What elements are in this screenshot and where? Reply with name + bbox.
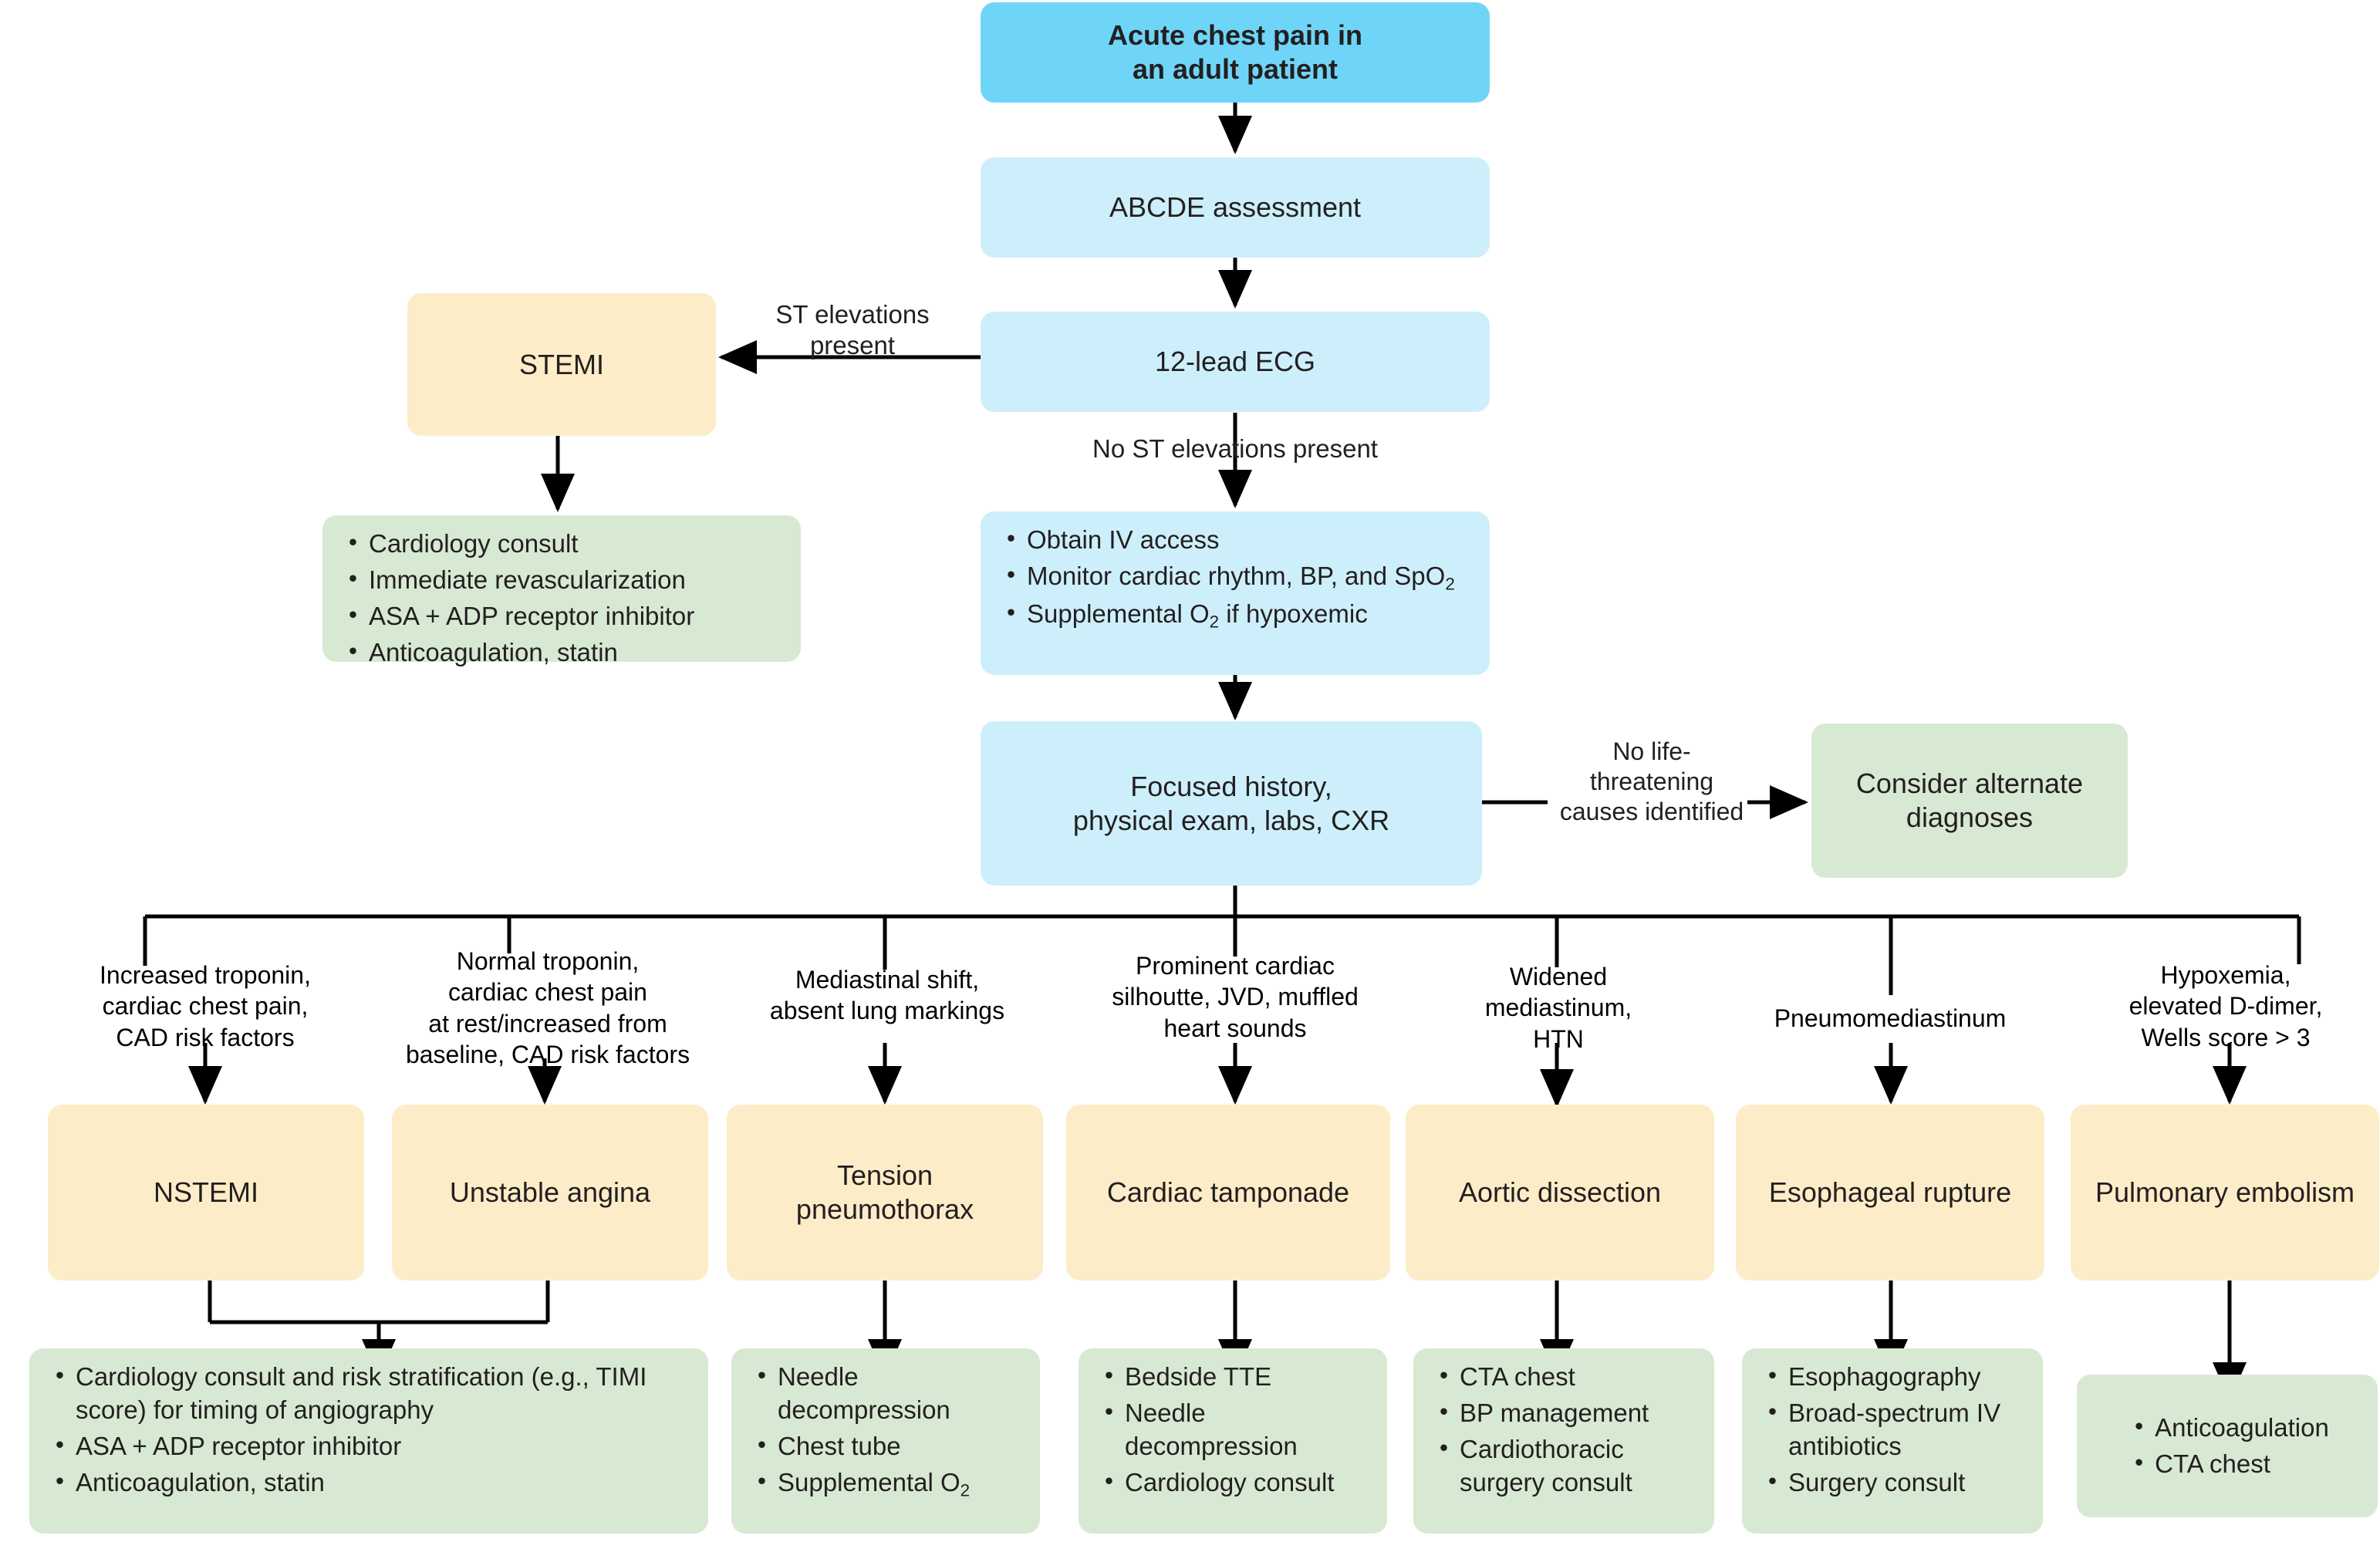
- node-consider-alternate-diagnoses[interactable]: Consider alternate diagnoses: [1811, 724, 2128, 878]
- list-item: Obtain IV access: [1007, 523, 1473, 557]
- node-pe-treatment[interactable]: Anticoagulation CTA chest: [2077, 1375, 2378, 1517]
- node-stemi[interactable]: STEMI: [407, 293, 716, 436]
- list-item: ASA + ADP receptor inhibitor: [349, 599, 784, 633]
- node-focused-workup[interactable]: Focused history, physical exam, labs, CX…: [981, 721, 1482, 886]
- node-tamponade-treatment[interactable]: Bedside TTE Needle decompression Cardiol…: [1079, 1348, 1387, 1534]
- list-item: Esophagography: [1768, 1360, 2026, 1394]
- list-item: Cardiology consult and risk stratificati…: [56, 1360, 691, 1427]
- tamponade-treatment-list: Bedside TTE Needle decompression Cardiol…: [1099, 1360, 1370, 1500]
- node-ecg-label: 12-lead ECG: [1154, 346, 1316, 378]
- list-item: Needle decompression: [758, 1360, 1023, 1427]
- node-abcde-assessment[interactable]: ABCDE assessment: [981, 157, 1490, 258]
- node-rupture-treatment[interactable]: Esophagography Broad-spectrum IV antibio…: [1742, 1348, 2043, 1534]
- node-aortic-dissection-label: Aortic dissection: [1458, 1176, 1662, 1209]
- node-abcde-label: ABCDE assessment: [1109, 191, 1362, 224]
- list-item: Supplemental O2 if hypoxemic: [1007, 597, 1473, 633]
- list-item: CTA chest: [2135, 1447, 2329, 1481]
- node-unstable-angina-label: Unstable angina: [449, 1176, 651, 1209]
- node-cardiac-tamponade[interactable]: Cardiac tamponade: [1066, 1105, 1390, 1281]
- node-nstemi[interactable]: NSTEMI: [48, 1105, 364, 1281]
- acs-treatment-list: Cardiology consult and risk stratificati…: [49, 1360, 691, 1500]
- pe-treatment-list: Anticoagulation CTA chest: [2128, 1411, 2329, 1481]
- list-item: Anticoagulation: [2135, 1411, 2329, 1445]
- list-item: ASA + ADP receptor inhibitor: [56, 1429, 691, 1463]
- initial-management-list: Obtain IV access Monitor cardiac rhythm,…: [1001, 523, 1473, 633]
- list-item: Cardiothoracic surgery consult: [1440, 1432, 1697, 1500]
- list-item: Needle decompression: [1105, 1396, 1370, 1463]
- node-aortic-dissection[interactable]: Aortic dissection: [1406, 1105, 1714, 1281]
- stemi-treatment-list: Cardiology consult Immediate revasculari…: [343, 527, 784, 670]
- node-nstemi-label: NSTEMI: [153, 1176, 258, 1209]
- node-start[interactable]: Acute chest pain in an adult patient: [981, 2, 1490, 103]
- node-esophageal-rupture[interactable]: Esophageal rupture: [1736, 1105, 2044, 1281]
- list-item: Bedside TTE: [1105, 1360, 1370, 1394]
- rupture-treatment-list: Esophagography Broad-spectrum IV antibio…: [1762, 1360, 2026, 1500]
- list-item: Broad-spectrum IV antibiotics: [1768, 1396, 2026, 1463]
- branch-label-unstable-angina: Normal troponin, cardiac chest pain at r…: [405, 947, 690, 1068]
- node-alternate-label: Consider alternate diagnoses: [1855, 768, 2084, 833]
- dissection-treatment-list: CTA chest BP management Cardiothoracic s…: [1433, 1360, 1697, 1500]
- branch-label-cardiac-tamponade: Prominent cardiac silhoutte, JVD, muffle…: [1112, 952, 1359, 1042]
- node-esophageal-rupture-label: Esophageal rupture: [1768, 1176, 2012, 1209]
- node-initial-management[interactable]: Obtain IV access Monitor cardiac rhythm,…: [981, 511, 1490, 675]
- node-dissection-treatment[interactable]: CTA chest BP management Cardiothoracic s…: [1413, 1348, 1714, 1534]
- node-stemi-label: STEMI: [518, 348, 604, 380]
- node-acs-treatment[interactable]: Cardiology consult and risk stratificati…: [29, 1348, 708, 1534]
- list-item: Cardiology consult: [349, 527, 784, 561]
- list-item: Supplemental O2: [758, 1466, 1023, 1501]
- edge-label-st-elevations: ST elevations present: [775, 300, 930, 360]
- node-workup-label: Focused history, physical exam, labs, CX…: [1072, 770, 1390, 836]
- node-tension-ptx-treatment[interactable]: Needle decompression Chest tube Suppleme…: [731, 1348, 1040, 1534]
- branch-label-nstemi: Increased troponin, cardiac chest pain, …: [100, 961, 311, 1051]
- tension-ptx-treatment-list: Needle decompression Chest tube Suppleme…: [751, 1360, 1023, 1501]
- node-tension-ptx-label: Tension pneumothorax: [795, 1159, 974, 1225]
- branch-label-aortic-dissection: Widened mediastinum, HTN: [1484, 963, 1632, 1053]
- list-item: Anticoagulation, statin: [349, 636, 784, 670]
- list-item: Anticoagulation, statin: [56, 1466, 691, 1500]
- node-12-lead-ecg[interactable]: 12-lead ECG: [981, 312, 1490, 412]
- edge-label-no-st-elevations: No ST elevations present: [1092, 434, 1378, 463]
- node-tension-pneumothorax[interactable]: Tension pneumothorax: [727, 1105, 1043, 1281]
- branch-label-pulmonary-embolism: Hypoxemia, elevated D-dimer, Wells score…: [2128, 961, 2323, 1051]
- branch-label-pneumomediastinum: Pneumomediastinum: [1774, 1004, 2007, 1032]
- list-item: Chest tube: [758, 1429, 1023, 1463]
- list-item: Immediate revascularization: [349, 563, 784, 597]
- list-item: Monitor cardiac rhythm, BP, and SpO2: [1007, 559, 1473, 595]
- list-item: CTA chest: [1440, 1360, 1697, 1394]
- node-start-label: Acute chest pain in an adult patient: [1107, 19, 1363, 85]
- list-item: Surgery consult: [1768, 1466, 2026, 1500]
- edge-label-no-life-threatening: No life- threatening causes identified: [1559, 737, 1744, 826]
- node-pulmonary-embolism-label: Pulmonary embolism: [2095, 1176, 2355, 1209]
- node-pulmonary-embolism[interactable]: Pulmonary embolism: [2071, 1105, 2379, 1281]
- node-tamponade-label: Cardiac tamponade: [1106, 1176, 1350, 1209]
- list-item: Cardiology consult: [1105, 1466, 1370, 1500]
- node-unstable-angina[interactable]: Unstable angina: [392, 1105, 708, 1281]
- node-stemi-treatment[interactable]: Cardiology consult Immediate revasculari…: [322, 515, 801, 666]
- branch-label-tension-pneumothorax: Mediastinal shift, absent lung markings: [769, 966, 1005, 1025]
- list-item: BP management: [1440, 1396, 1697, 1430]
